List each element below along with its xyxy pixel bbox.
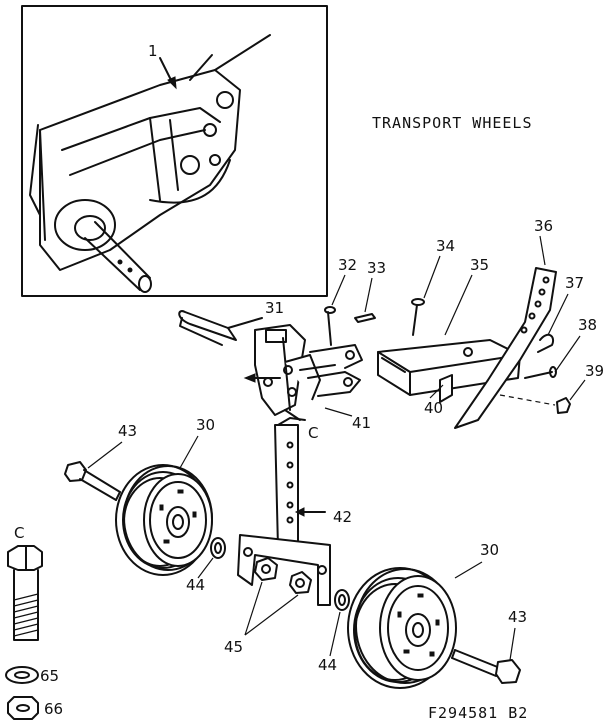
callout-66: 66 <box>44 700 63 718</box>
part-43-bolt-left <box>64 461 121 501</box>
part-32-bolt <box>324 306 336 346</box>
callout-c-bracket: C <box>308 424 318 442</box>
hardware-c-set <box>5 545 43 720</box>
part-31-pin <box>178 310 263 346</box>
part-33-clip <box>354 313 376 323</box>
callout-44-right: 44 <box>318 656 337 674</box>
callout-38: 38 <box>578 316 597 334</box>
callout-39: 39 <box>585 362 604 380</box>
part-39-nut <box>499 394 571 414</box>
callout-33: 33 <box>367 259 386 277</box>
part-35-tube <box>377 339 521 403</box>
part-45-nuts <box>254 557 312 594</box>
callout-45: 45 <box>224 638 243 656</box>
part-37-hairpin <box>537 333 554 353</box>
callout-41: 41 <box>352 414 371 432</box>
part-42-post <box>274 417 306 549</box>
part-41-bracket <box>243 324 363 421</box>
part-44-washer-left <box>210 537 226 559</box>
part-34-bolt <box>411 298 425 336</box>
callout-42: 42 <box>333 508 352 526</box>
part-36-tine-bar <box>454 267 557 429</box>
callout-44-left: 44 <box>186 576 205 594</box>
callout-43-left: 43 <box>118 422 137 440</box>
part-43-bolt-right <box>451 649 521 684</box>
callout-30-right: 30 <box>480 541 499 559</box>
callout-37: 37 <box>565 274 584 292</box>
callout-1: 1 <box>148 42 158 60</box>
callout-43-right: 43 <box>508 608 527 626</box>
callout-31: 31 <box>265 299 284 317</box>
part-30-wheel-right <box>347 567 457 689</box>
drawing-code: F294581 B2 <box>428 704 528 722</box>
part-44-washer-right <box>334 589 350 611</box>
callout-c-hardware: C <box>14 524 24 542</box>
callout-65: 65 <box>40 667 59 685</box>
diagram-title: TRANSPORT WHEELS <box>372 114 533 132</box>
part-38-bolt <box>524 366 557 379</box>
callout-35: 35 <box>470 256 489 274</box>
callout-36: 36 <box>534 217 553 235</box>
callout-34: 34 <box>436 237 455 255</box>
axle-bracket <box>237 534 331 606</box>
inset-tiller-view <box>21 5 328 297</box>
part-30-wheel-left <box>115 464 213 576</box>
callout-32: 32 <box>338 256 357 274</box>
callout-40: 40 <box>424 399 443 417</box>
callout-30-left: 30 <box>196 416 215 434</box>
